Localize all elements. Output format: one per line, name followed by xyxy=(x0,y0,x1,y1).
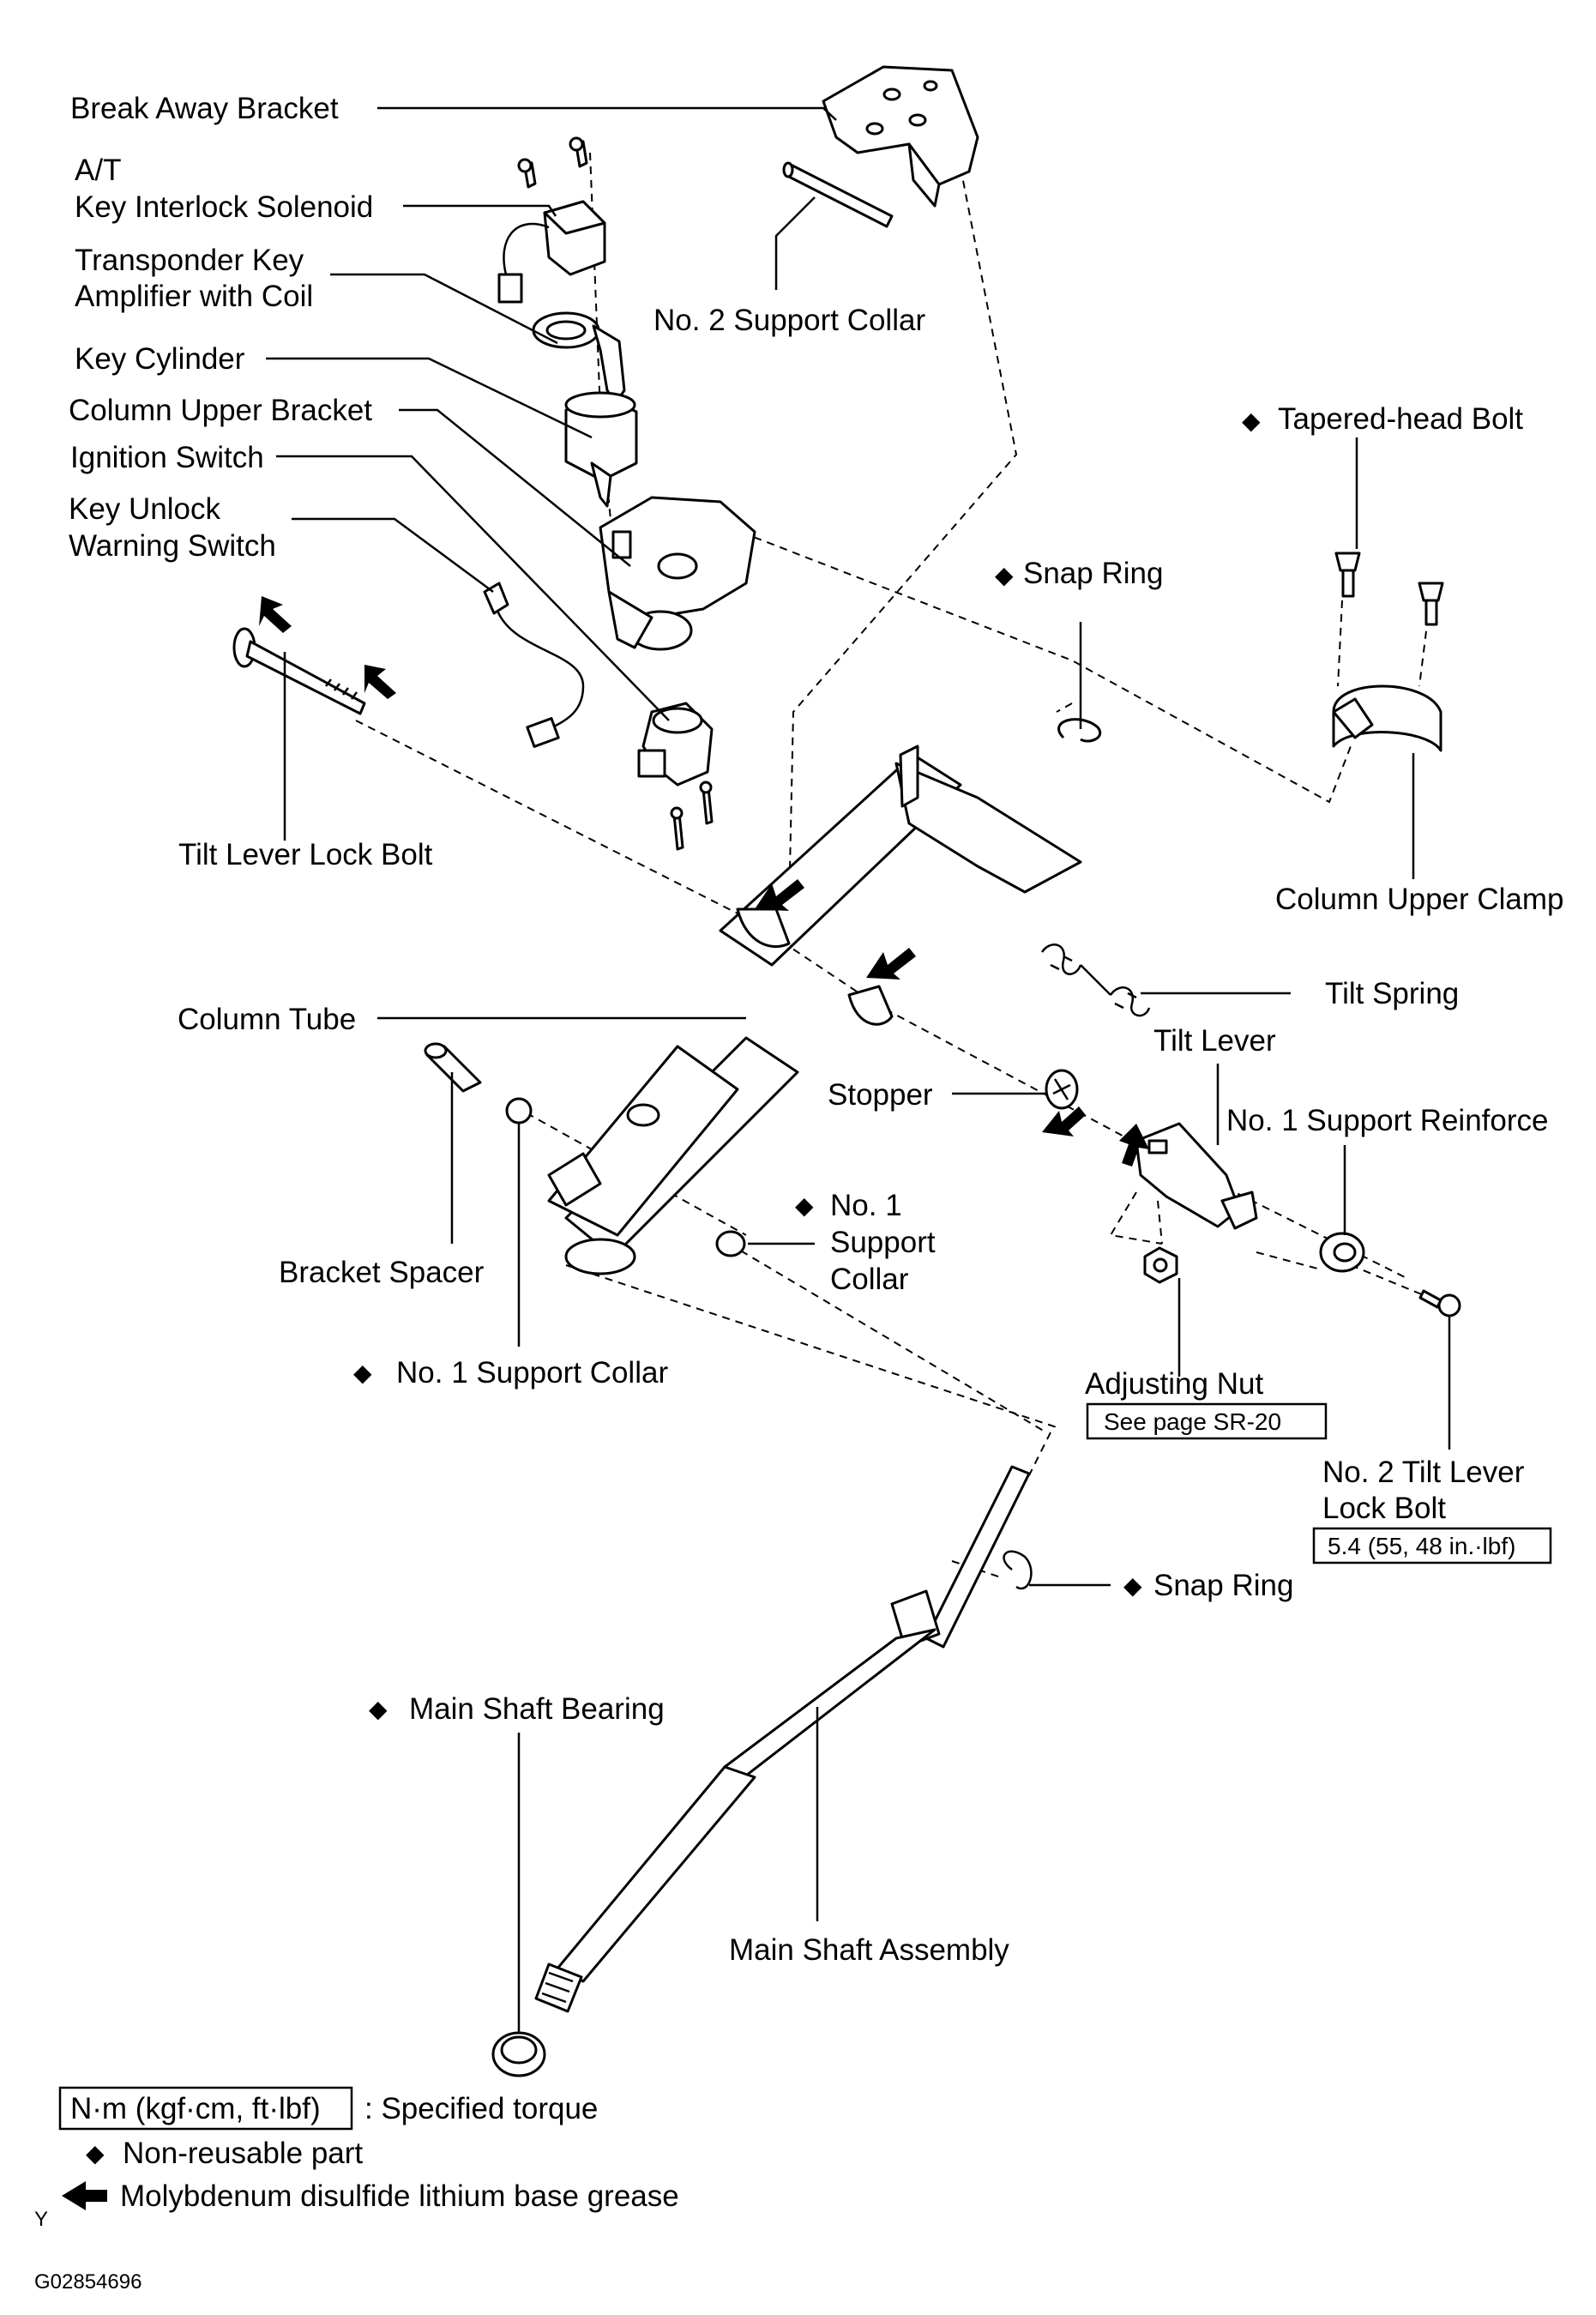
label-no1-support-collar-left: No. 1 Support Collar xyxy=(396,1356,668,1390)
label-no1-collar-right-3: Collar xyxy=(830,1263,909,1296)
label-key-unlock-2: Warning Switch xyxy=(69,529,276,563)
label-bracket-spacer: Bracket Spacer xyxy=(279,1256,485,1289)
bracket-spacer-part xyxy=(424,1042,482,1093)
key-cylinder-part xyxy=(564,391,638,508)
no2-support-collar-part xyxy=(782,161,894,228)
no1-support-reinforce-part xyxy=(1319,1232,1365,1273)
label-no2-tilt-bolt-1: No. 2 Tilt Lever xyxy=(1322,1456,1525,1489)
label-tilt-lever: Tilt Lever xyxy=(1153,1024,1276,1058)
adjusting-nut-ref-box xyxy=(1086,1402,1328,1440)
column-upper-clamp-part xyxy=(1332,684,1442,752)
part-labels: Break Away Bracket A/T Key Interlock Sol… xyxy=(69,92,1564,1967)
label-snap-ring-lower: Snap Ring xyxy=(1153,1569,1293,1602)
adjusting-nut-part xyxy=(1143,1246,1178,1284)
grease-arrow-icon xyxy=(755,879,804,911)
diamond-icon: ◆ xyxy=(1123,1572,1142,1599)
diamond-icon: ◆ xyxy=(86,2140,105,2167)
label-snap-ring-upper: Snap Ring xyxy=(1023,557,1163,590)
grease-arrow-icon xyxy=(364,665,396,699)
label-no2-support-collar: No. 2 Support Collar xyxy=(653,304,925,337)
label-ignition-switch: Ignition Switch xyxy=(70,441,264,474)
label-tilt-spring: Tilt Spring xyxy=(1325,977,1459,1010)
no1-support-collar-right-part xyxy=(715,1230,746,1257)
label-column-tube: Column Tube xyxy=(178,1003,356,1036)
grease-arrow-icon xyxy=(866,948,916,980)
label-tapered-head-bolt: Tapered-head Bolt xyxy=(1278,402,1523,436)
grease-arrow-icon xyxy=(1042,1106,1086,1136)
legend: N·m (kgf·cm, ft·lbf) : Specified torque … xyxy=(34,2086,679,2294)
diamond-icon: ◆ xyxy=(1242,407,1261,434)
footer-figure-id: G02854696 xyxy=(34,2270,142,2294)
label-no2-tilt-bolt-2: Lock Bolt xyxy=(1322,1492,1446,1525)
label-transponder-key-2: Amplifier with Coil xyxy=(75,280,313,313)
label-stopper: Stopper xyxy=(828,1078,933,1112)
legend-torque-box xyxy=(58,2086,353,2131)
arrow-left-icon xyxy=(62,2181,107,2210)
key-interlock-solenoid-part xyxy=(497,200,606,304)
label-adjusting-nut: Adjusting Nut xyxy=(1085,1367,1263,1401)
snap-ring-lower-part xyxy=(1003,1550,1033,1590)
grease-arrow-icon xyxy=(259,596,292,633)
label-column-upper-bracket: Column Upper Bracket xyxy=(69,394,372,427)
label-key-cylinder: Key Cylinder xyxy=(75,342,245,376)
main-shaft-bearing-part xyxy=(491,2031,546,2077)
break-away-bracket-part xyxy=(822,65,979,208)
stopper-part xyxy=(1045,1069,1079,1110)
key-unlock-warning-switch-part xyxy=(483,582,585,748)
leader-lines xyxy=(266,106,1451,2033)
main-shaft-assembly-part xyxy=(534,1465,1031,2013)
label-key-unlock-1: Key Unlock xyxy=(69,492,221,526)
diamond-icon: ◆ xyxy=(353,1359,372,1386)
ignition-switch-part xyxy=(637,702,714,851)
grease-arrow-icon xyxy=(1119,1124,1149,1167)
column-tube-part xyxy=(547,745,1082,1275)
legend-non-reusable: Non-reusable part xyxy=(123,2137,363,2170)
legend-torque-desc: : Specified torque xyxy=(364,2092,598,2125)
torque-box xyxy=(1312,1527,1552,1564)
diamond-icon: ◆ xyxy=(995,562,1014,588)
legend-torque-units: N·m (kgf·cm, ft·lbf) xyxy=(70,2092,321,2125)
label-no1-support-reinforce: No. 1 Support Reinforce xyxy=(1226,1104,1548,1137)
tilt-lever-lock-bolt-part xyxy=(232,627,366,715)
footer-code-letter: Y xyxy=(34,2208,48,2231)
label-no1-collar-right-2: Support xyxy=(830,1226,936,1259)
label-at: A/T xyxy=(75,154,121,187)
tilt-lever-part xyxy=(1135,1122,1258,1230)
label-adjusting-nut-ref: See page SR-20 xyxy=(1104,1408,1281,1435)
label-break-away-bracket: Break Away Bracket xyxy=(70,92,339,125)
solenoid-screws xyxy=(517,136,588,189)
snap-ring-upper-part xyxy=(1057,718,1101,743)
transponder-key-amplifier-part xyxy=(532,311,626,405)
no2-tilt-lever-lock-bolt-part xyxy=(1418,1289,1461,1317)
label-column-upper-clamp: Column Upper Clamp xyxy=(1275,883,1564,916)
no1-support-collar-left-part xyxy=(505,1097,533,1124)
label-no1-collar-right-1: No. 1 xyxy=(830,1189,902,1222)
label-tilt-lever-lock-bolt: Tilt Lever Lock Bolt xyxy=(178,838,433,871)
tilt-spring-part xyxy=(1040,943,1151,1017)
diamond-icon: ◆ xyxy=(795,1192,814,1219)
tapered-head-bolts-part xyxy=(1334,552,1444,626)
legend-grease: Molybdenum disulfide lithium base grease xyxy=(120,2179,679,2213)
column-upper-bracket-part xyxy=(599,496,756,651)
label-main-shaft-assembly: Main Shaft Assembly xyxy=(729,1933,1009,1967)
label-no2-tilt-bolt-torque: 5.4 (55, 48 in.·lbf) xyxy=(1328,1533,1515,1559)
label-transponder-key-1: Transponder Key xyxy=(75,244,304,277)
diamond-icon: ◆ xyxy=(369,1696,388,1722)
label-main-shaft-bearing: Main Shaft Bearing xyxy=(409,1692,665,1726)
grease-arrows xyxy=(259,596,1149,1167)
label-key-interlock-solenoid: Key Interlock Solenoid xyxy=(75,190,373,224)
